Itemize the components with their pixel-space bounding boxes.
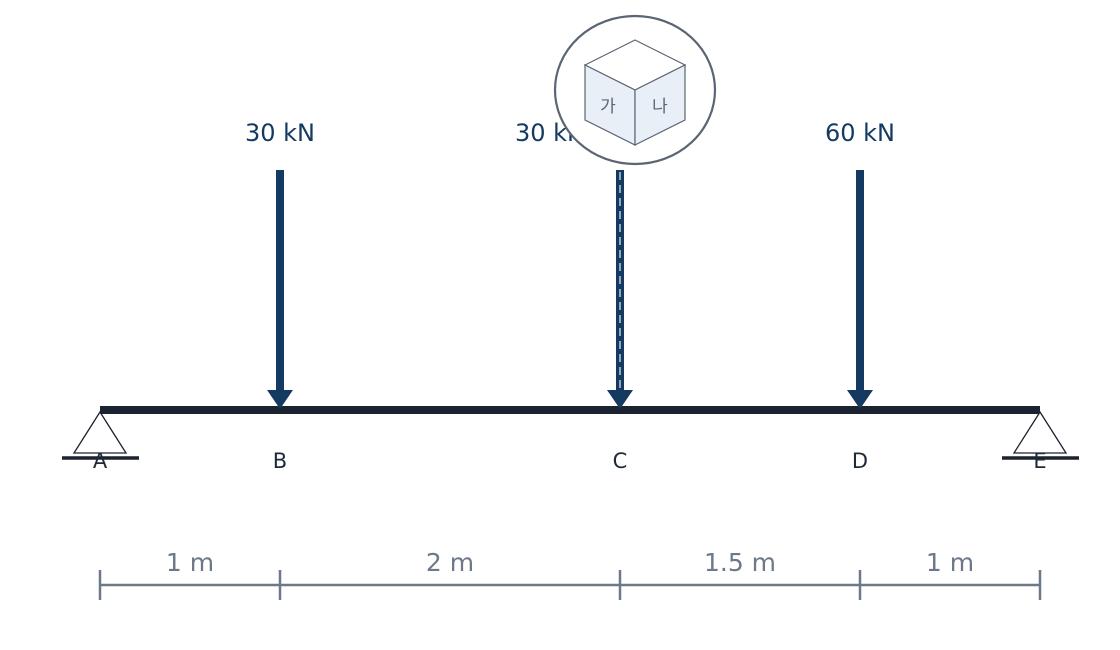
point-label-d: D [852, 449, 868, 473]
load-label-d: 60 kN [825, 119, 895, 147]
load-d-head [847, 390, 873, 409]
load-b-head [267, 390, 293, 409]
point-label-c: C [613, 449, 628, 473]
dimension-line [98, 570, 1042, 600]
load-arrow-d [847, 170, 873, 409]
span-label-ab: 1 m [166, 548, 214, 577]
support-a [62, 410, 139, 460]
point-label-e: E [1033, 449, 1046, 473]
cube-right-face [634, 64, 686, 146]
span-label-de: 1 m [926, 548, 974, 577]
support-e [1002, 410, 1079, 460]
load-arrow-b [267, 170, 293, 409]
span-label-cd: 1.5 m [704, 548, 776, 577]
load-b-shaft [276, 170, 284, 392]
span-label-bc: 2 m [426, 548, 474, 577]
load-label-b: 30 kN [245, 119, 315, 147]
load-d-shaft [856, 170, 864, 392]
cube-right-label: 나 [652, 97, 668, 117]
point-label-a: A [93, 449, 108, 473]
load-arrow-c [607, 170, 633, 409]
cube-left-label: 가 [600, 97, 616, 117]
point-label-b: B [273, 449, 287, 473]
support-e-triangle [1012, 410, 1068, 454]
support-a-triangle [72, 410, 128, 454]
cube-badge: 가 나 [553, 14, 717, 166]
load-c-head [607, 390, 633, 409]
